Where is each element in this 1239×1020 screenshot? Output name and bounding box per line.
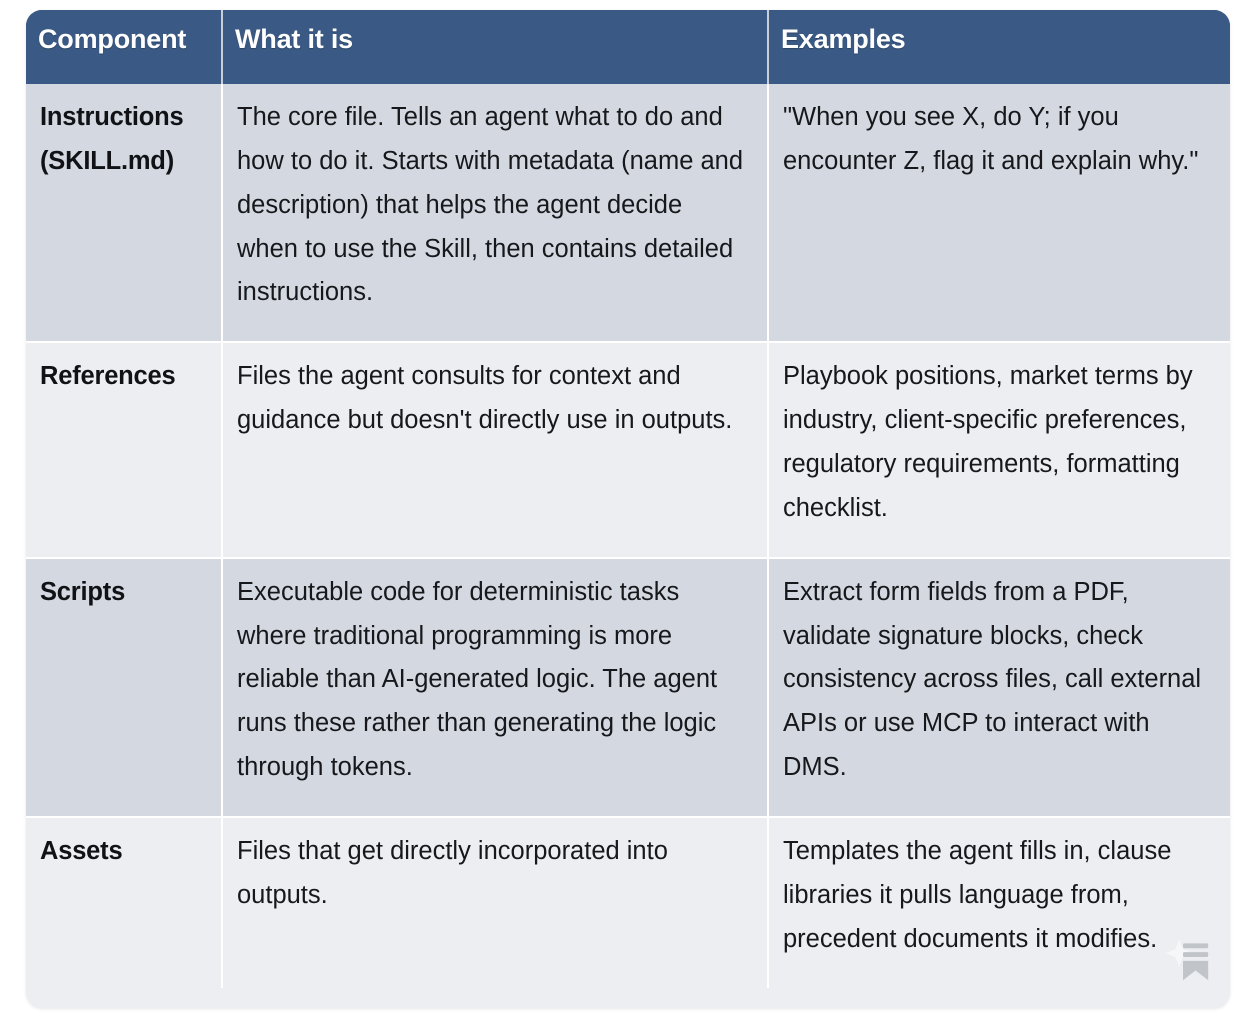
table-header-row: Component What it is Examples <box>26 10 1230 84</box>
cell-examples: Templates the agent fills in, clause lib… <box>768 817 1230 988</box>
table-header: Component What it is Examples <box>26 10 1230 84</box>
cell-component: Instructions (SKILL.md) <box>26 84 223 344</box>
component-name-line-1: Scripts <box>40 577 126 606</box>
cell-component: Scripts <box>26 557 223 819</box>
component-name-line-1: Assets <box>40 837 123 866</box>
column-header-what-it-is: What it is <box>222 10 769 84</box>
cell-what-it-is: Files that get directly incorporated int… <box>222 817 769 988</box>
cell-what-it-is: The core file. Tells an agent what to do… <box>222 84 769 344</box>
table-row: References Files the agent consults for … <box>26 342 1230 559</box>
cell-what-it-is: Files the agent consults for context and… <box>222 342 769 559</box>
cell-examples: Playbook positions, market terms by indu… <box>768 342 1230 559</box>
column-header-examples: Examples <box>768 10 1230 84</box>
cell-what-it-is: Executable code for deterministic tasks … <box>222 557 769 819</box>
component-name-line-1: Instructions <box>40 103 184 131</box>
cell-examples: "When you see X, do Y; if you encounter … <box>768 84 1230 344</box>
table-body: Instructions (SKILL.md) The core file. T… <box>26 84 1230 988</box>
component-name-line-1: References <box>40 362 176 391</box>
table-row: Instructions (SKILL.md) The core file. T… <box>26 84 1230 344</box>
cell-examples: Extract form fields from a PDF, validate… <box>768 557 1230 819</box>
skill-components-table: Component What it is Examples Instructio… <box>26 10 1230 988</box>
column-header-component: Component <box>26 10 223 84</box>
skill-components-table-container: Component What it is Examples Instructio… <box>26 10 1230 1008</box>
table-row: Assets Files that get directly incorpora… <box>26 817 1230 988</box>
cell-component: References <box>26 342 223 559</box>
component-name-line-2: (SKILL.md) <box>40 146 174 175</box>
cell-component: Assets <box>26 817 223 988</box>
table-row: Scripts Executable code for deterministi… <box>26 557 1230 819</box>
